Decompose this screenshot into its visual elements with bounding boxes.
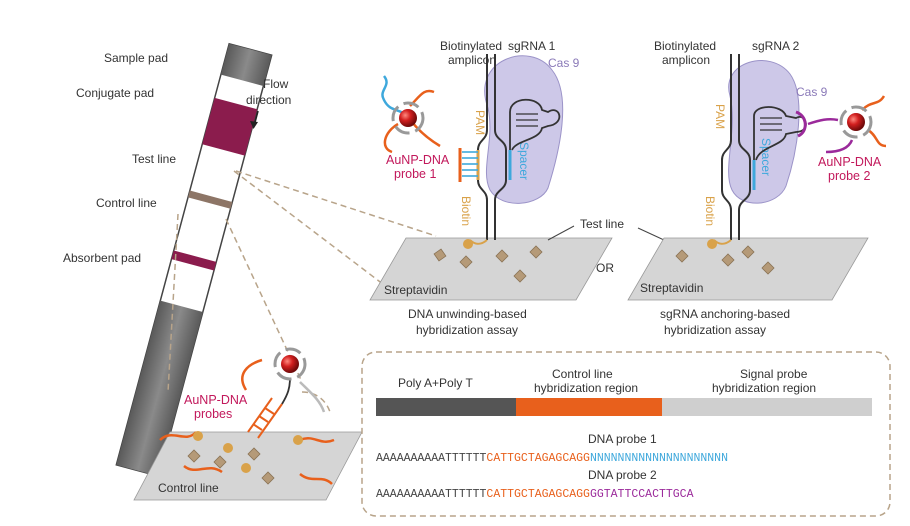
assay-1-streptavidin-label: Streptavidin	[384, 283, 447, 297]
assay-2-test-surface	[627, 237, 869, 301]
sample-pad-region	[220, 43, 272, 87]
or-label: OR	[596, 261, 614, 275]
assay-1-caption-line1: DNA unwinding-based	[408, 307, 527, 321]
control-aunp	[273, 347, 307, 381]
lateral-flow-strip	[115, 42, 273, 478]
assay-1-caption-line2: hybridization assay	[416, 323, 518, 337]
control-detail-callout-curve	[301, 391, 331, 413]
test-line-center-label: Test line	[580, 217, 624, 231]
assay-2-amplicon-dna	[721, 54, 751, 240]
assay-2-pam-label: PAM	[713, 104, 727, 129]
control-line-band	[171, 250, 217, 271]
assay-2-probe-hybrid-segment	[795, 110, 807, 138]
assay-1-biotin-label: Biotin	[459, 196, 473, 226]
assay-2-biotin-ball	[707, 239, 717, 249]
assay-1-probe-label-line1: AuNP-DNA	[386, 153, 450, 167]
conjugate-pad-label: Conjugate pad	[76, 86, 154, 100]
control-probes-label-line2: probes	[194, 407, 232, 421]
test-line-pointer-left	[547, 225, 575, 241]
assay-1-streptavidin-icons	[433, 245, 543, 283]
assay-1-sgrna-label: sgRNA 1	[508, 39, 556, 53]
probe-2-sequence: AAAAAAAAAATTTTTTCATTGCTAGAGCAGGGGTATTCCA…	[376, 488, 694, 501]
control-probes-label-line1: AuNP-DNA	[184, 393, 248, 407]
assay-2-streptavidin-label: Streptavidin	[640, 281, 703, 295]
control-biotin-2	[223, 443, 233, 453]
probe-1-polyat: AAAAAAAAAATTTTTT	[376, 452, 487, 465]
assay-1-test-surface	[369, 237, 613, 301]
control-line-detail: AuNP-DNA probes Control line	[133, 347, 363, 501]
probe-2-signal-seq: GGTATTCCACTTGCA	[590, 488, 694, 501]
assay-2-biotinylated-label-line2: amplicon	[662, 53, 710, 67]
test-line-callout	[233, 170, 437, 295]
control-streptavidin-icons	[187, 447, 275, 485]
assay-2-sgrna-label: sgRNA 2	[752, 39, 800, 53]
probe-design-frame	[361, 351, 891, 517]
flow-direction-label-line2: direction	[246, 93, 291, 107]
assay-2-biotin-label: Biotin	[703, 196, 717, 226]
assay-2-cas9-label: Cas 9	[796, 85, 828, 99]
probe-design-box: Poly A+Poly T Control line hybridization…	[361, 351, 891, 517]
assay-1-cas9-protein	[484, 55, 564, 204]
region-control-label-line1: Control line	[552, 367, 613, 381]
assay-2-streptavidin-icons	[675, 245, 775, 275]
probe-2-title: DNA probe 2	[588, 468, 657, 482]
assay-2-panel: Streptavidin Cas 9 PAM Spacer Biotin Bio…	[627, 39, 887, 337]
absorbent-pad-label: Absorbent pad	[63, 251, 141, 265]
assay-1-spacer-label: Spacer	[517, 142, 531, 180]
assay-1-cas9-label: Cas 9	[548, 56, 580, 70]
control-extra-strand	[299, 381, 326, 413]
assay-1-biotinylated-label-line1: Biotinylated	[440, 39, 502, 53]
control-probe-linker	[281, 377, 291, 405]
region-signal-bar	[662, 398, 872, 416]
flow-direction-label-line1: Flow	[263, 77, 289, 91]
test-line-band	[188, 190, 233, 209]
assay-1-pam-label: PAM	[473, 110, 487, 135]
assay-1-aunp-probe	[381, 75, 441, 154]
test-line-label: Test line	[132, 152, 176, 166]
flow-arrow-icon	[250, 110, 259, 129]
probe-1-sequence: AAAAAAAAAATTTTTTCATTGCTAGAGCAGGNNNNNNNNN…	[376, 452, 728, 465]
control-biotin-3	[293, 435, 303, 445]
assay-1-probe-label-line2: probe 1	[394, 167, 436, 181]
assay-2-cas9-protein	[728, 60, 800, 204]
probe-1-title: DNA probe 1	[588, 432, 657, 446]
region-control-bar	[516, 398, 662, 416]
assay-2-sgrna-rungs	[760, 117, 782, 131]
assay-1-sgrna-scaffold	[509, 98, 561, 151]
conjugate-pad-region	[202, 97, 258, 156]
absorbent-pad-region	[116, 300, 203, 477]
assay-2-caption-line2: hybridization assay	[664, 323, 766, 337]
probe-2-polyat: AAAAAAAAAATTTTTT	[376, 488, 487, 501]
assay-2-biotinylated-label-line1: Biotinylated	[654, 39, 716, 53]
control-line-label: Control line	[96, 196, 157, 210]
control-surface-label: Control line	[158, 481, 219, 495]
control-hybridization-ladder	[247, 397, 283, 439]
control-biotin-4	[241, 463, 251, 473]
region-polyat-bar	[376, 398, 516, 416]
probe-2-control-seq: CATTGCTAGAGCAGG	[486, 488, 590, 501]
assay-2-caption-line1: sgRNA anchoring-based	[660, 307, 790, 321]
probe-1-signal-seq: NNNNNNNNNNNNNNNNNNNN	[590, 452, 728, 465]
region-signal-label-line1: Signal probe	[740, 367, 808, 381]
region-polyat-label: Poly A+Poly T	[398, 376, 473, 390]
region-signal-label-line2: hybridization region	[712, 381, 816, 395]
assay-2-probe-label-line2: probe 2	[828, 169, 870, 183]
assay-1-hybridization-rungs	[462, 151, 478, 177]
sample-pad-label: Sample pad	[104, 51, 168, 65]
assay-1-biotin-ball	[463, 239, 473, 249]
control-biotin-1	[193, 431, 203, 441]
assay-2-spacer-label: Spacer	[759, 138, 773, 176]
assay-1-panel: Streptavidin Cas 9 PAM Spacer Biotin Bio…	[369, 39, 613, 337]
test-line-pointer-right	[637, 227, 665, 241]
assay-1-biotinylated-label-line2: amplicon	[448, 53, 496, 67]
assay-2-probe-label-line1: AuNP-DNA	[818, 155, 882, 169]
probe-1-control-seq: CATTGCTAGAGCAGG	[486, 452, 590, 465]
assay-2-aunp-probe	[807, 95, 887, 154]
assay-1-sgrna-rungs	[516, 113, 538, 127]
region-control-label-line2: hybridization region	[534, 381, 638, 395]
